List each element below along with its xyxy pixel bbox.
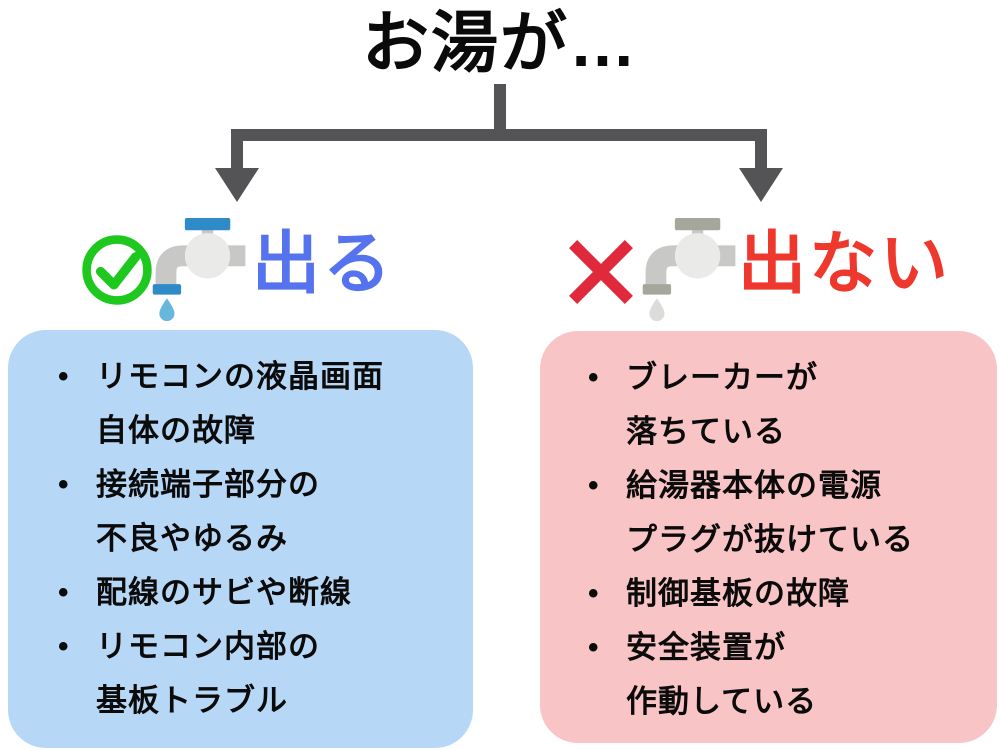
bullet-icon: • [588,361,599,394]
tree-stem-line [494,84,506,138]
list-line: 配線のサビや断線 [96,575,352,610]
list-line: 作動している [626,684,818,719]
bullet-icon: • [58,576,69,609]
causes-box-water-comes-out: • リモコンの液晶画面 自体の故障 • 接続端子部分の 不良やゆるみ • 配線の… [8,330,473,748]
faucet-dripping-icon [150,218,250,327]
list-line: 自体の故障 [96,413,256,448]
list-line: 落ちている [626,414,786,449]
list-line: リモコンの液晶画面 [96,359,384,394]
arrow-down-icon [215,168,259,202]
faucet-dripping-icon [640,218,740,327]
page-title: お湯が… [362,6,638,81]
list-line: プラグが抜けている [626,522,914,557]
list-item: • 給湯器本体の電源 プラグが抜けている [588,459,987,567]
list-line: 基板トラブル [96,683,288,718]
bullet-icon: • [588,469,599,502]
bullet-icon: • [58,360,69,393]
list-item: • 安全装置が 作動している [588,621,987,729]
tree-left-branch-line [231,129,243,173]
list-item: • 制御基板の故障 [588,567,987,621]
list-line: 給湯器本体の電源 [626,468,882,503]
list-item: • 配線のサビや断線 [58,566,459,620]
list-item: • ブレーカーが 落ちている [588,351,987,459]
list-line: 安全装置が [626,630,786,665]
list-line: 制御基板の故障 [626,576,850,611]
check-circle-icon [78,231,156,314]
list-line: 接続端子部分の [96,467,320,502]
bullet-icon: • [58,468,69,501]
branch-label-water-does-not-come-out: 出ない [738,226,952,302]
bullet-icon: • [588,631,599,664]
branch-label-water-comes-out: 出る [252,226,395,302]
list-item: • リモコン内部の 基板トラブル [58,620,459,728]
tree-horizontal-line [231,129,767,141]
arrow-down-icon [739,168,783,202]
tree-right-branch-line [755,129,767,173]
list-line: リモコン内部の [96,629,320,664]
list-item: • リモコンの液晶画面 自体の故障 [58,350,459,458]
list-item: • 接続端子部分の 不良やゆるみ [58,458,459,566]
list-line: ブレーカーが [626,360,818,395]
cross-icon [560,231,642,318]
bullet-icon: • [588,577,599,610]
causes-box-water-does-not-come-out: • ブレーカーが 落ちている • 給湯器本体の電源 プラグが抜けている • 制御… [540,331,997,743]
list-line: 不良やゆるみ [96,521,288,556]
bullet-icon: • [58,630,69,663]
